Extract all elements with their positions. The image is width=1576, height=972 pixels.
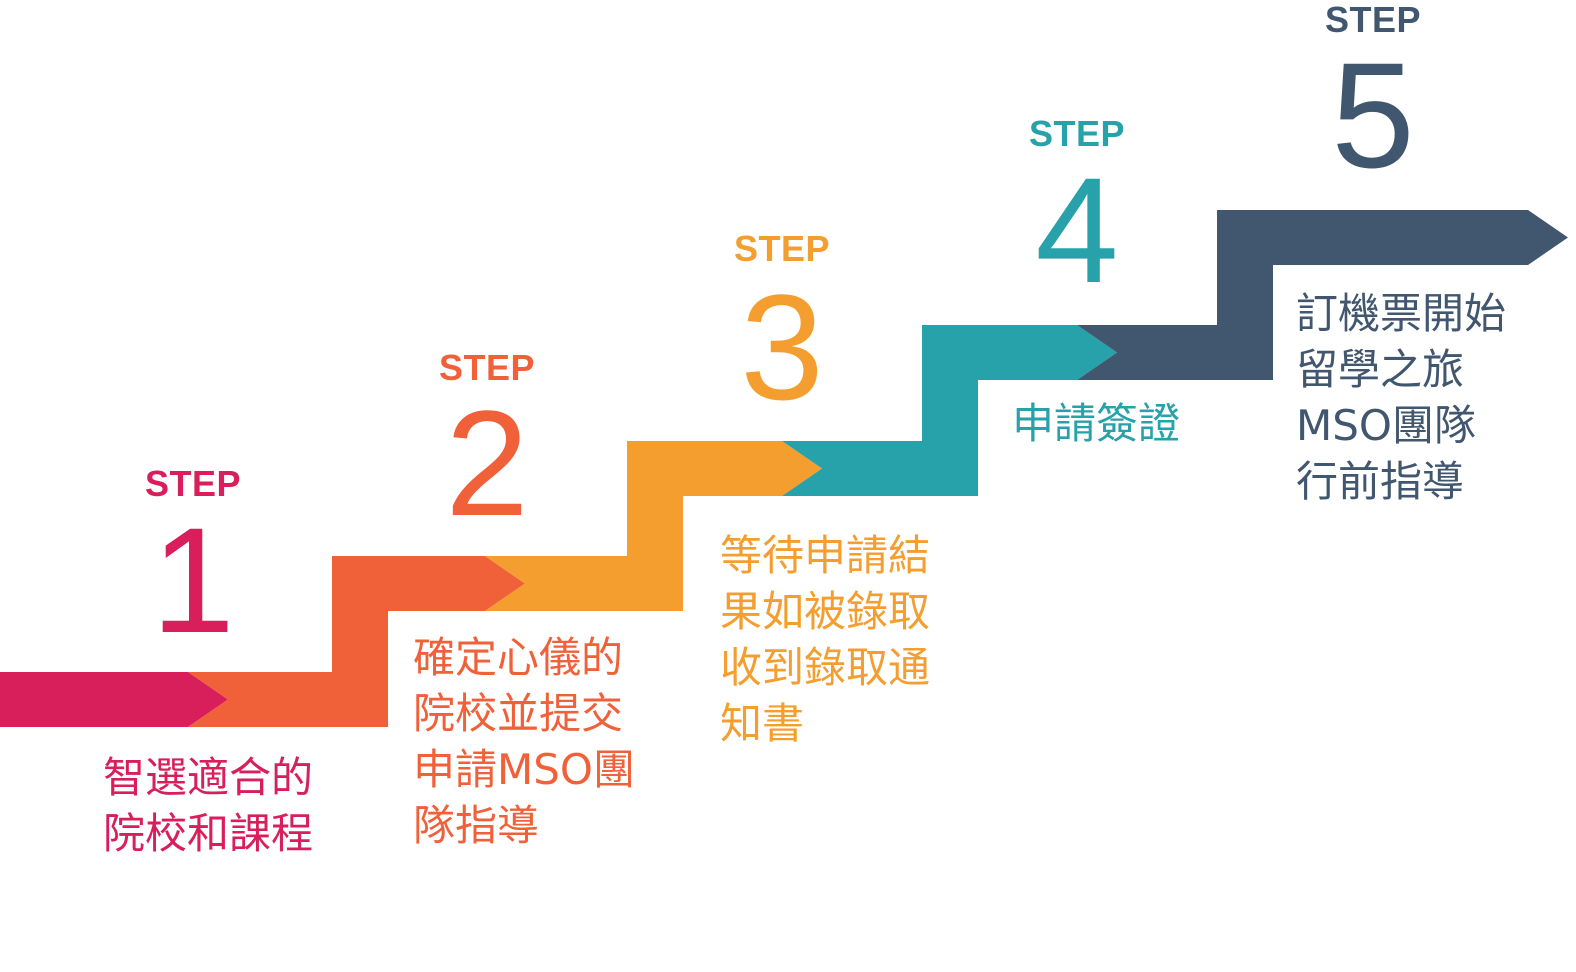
step-4-description: 申請簽證 bbox=[1012, 399, 1181, 448]
step-2-description: 確定心儀的 院校並提交 申請MSO團 隊指導 bbox=[413, 633, 635, 850]
step-1-number: 1 bbox=[151, 496, 235, 664]
step-5-description: 訂機票開始 留學之旅 MSO團隊 行前指導 bbox=[1296, 289, 1507, 506]
step-3-description: 等待申請結 果如被錄取 收到錄取通 知書 bbox=[720, 531, 931, 748]
step-5-label: STEP bbox=[1324, 0, 1422, 40]
step-3-number: 3 bbox=[740, 263, 824, 431]
step-2-label: STEP bbox=[438, 347, 536, 388]
step-5-number: 5 bbox=[1331, 31, 1415, 199]
step-1-arrow bbox=[0, 672, 228, 727]
step-3-arrow bbox=[485, 441, 822, 611]
step-4-arrow bbox=[782, 325, 1117, 496]
step-1-description: 智選適合的 院校和課程 bbox=[103, 753, 314, 858]
step-2-number: 2 bbox=[445, 379, 529, 547]
step-3-label: STEP bbox=[733, 228, 831, 269]
step-4-label: STEP bbox=[1028, 113, 1126, 154]
step-5-arrow bbox=[1077, 210, 1568, 380]
step-4-number: 4 bbox=[1035, 146, 1119, 314]
step-1-label: STEP bbox=[144, 463, 242, 504]
step-2-arrow bbox=[188, 556, 525, 727]
